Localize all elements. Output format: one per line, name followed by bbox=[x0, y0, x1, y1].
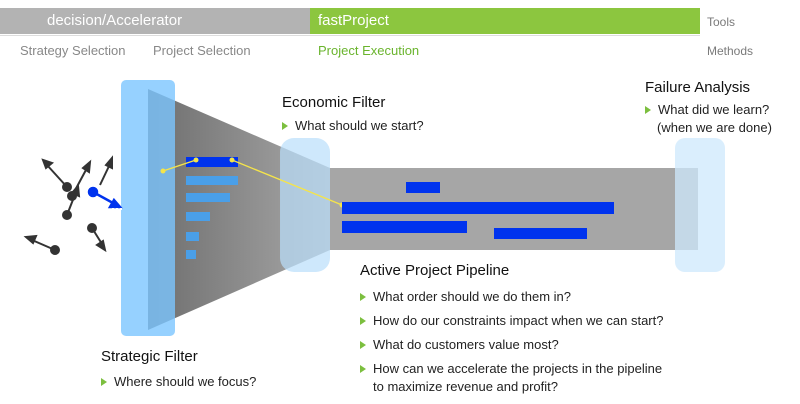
active-pipeline-bullet: How do our constraints impact when we ca… bbox=[360, 312, 663, 329]
tool-fast-project: fastProject bbox=[318, 12, 389, 29]
connector-dot bbox=[229, 157, 235, 163]
tools-band-gray bbox=[0, 8, 310, 34]
candidate-project bbox=[186, 193, 230, 202]
method-strategy-selection: Strategy Selection bbox=[20, 43, 126, 58]
economic-filter-column bbox=[280, 138, 330, 272]
economic-filter-title: Economic Filter bbox=[282, 94, 386, 111]
candidate-project bbox=[186, 250, 196, 259]
active-pipeline-title: Active Project Pipeline bbox=[360, 262, 510, 279]
candidate-project-selected bbox=[186, 157, 238, 167]
pipeline-project bbox=[494, 228, 587, 239]
strategic-filter-column bbox=[121, 80, 175, 336]
methods-label: Methods bbox=[707, 44, 754, 58]
active-pipeline-bullet-cont: to maximize revenue and profit? bbox=[373, 379, 558, 394]
pipeline-project bbox=[342, 202, 614, 214]
bullet-triangle-icon bbox=[360, 293, 366, 301]
tools-label: Tools bbox=[707, 15, 736, 29]
tools-band-green bbox=[310, 8, 700, 34]
bullet-triangle-icon bbox=[645, 106, 651, 114]
method-project-selection: Project Selection bbox=[153, 43, 251, 58]
strategic-filter-bullet: Where should we focus? bbox=[101, 373, 256, 390]
connector-strategic-to-candidate bbox=[162, 159, 197, 172]
methods-divider bbox=[0, 35, 700, 36]
pipeline-project bbox=[406, 182, 440, 193]
method-project-execution: Project Execution bbox=[318, 43, 420, 58]
idea-arrow bbox=[99, 163, 111, 186]
active-pipeline-bullet: What do customers value most? bbox=[360, 336, 559, 353]
active-pipeline-bullet: How can we accelerate the projects in th… bbox=[360, 360, 662, 377]
connector-dot bbox=[193, 157, 199, 163]
candidate-project bbox=[186, 232, 199, 241]
tool-decision-accelerator: decision/Accelerator bbox=[47, 12, 183, 29]
candidate-project bbox=[186, 212, 210, 221]
bullet-triangle-icon bbox=[360, 341, 366, 349]
active-pipeline-bullet: What order should we do them in? bbox=[360, 288, 571, 305]
bullet-triangle-icon bbox=[282, 122, 288, 130]
candidate-project bbox=[186, 176, 238, 185]
bullet-triangle-icon bbox=[101, 378, 107, 386]
selected-idea-arrow bbox=[87, 186, 123, 209]
connector-dot bbox=[160, 168, 166, 174]
connector-candidate-to-pipeline bbox=[231, 159, 343, 206]
failure-analysis-column bbox=[675, 138, 725, 272]
failure-analysis-bullet-cont: (when we are done) bbox=[657, 120, 772, 135]
bullet-triangle-icon bbox=[360, 365, 366, 373]
economic-filter-bullet: What should we start? bbox=[282, 117, 424, 134]
pipeline-project bbox=[342, 221, 467, 233]
failure-analysis-bullet: What did we learn? bbox=[645, 101, 769, 118]
strategic-filter-title: Strategic Filter bbox=[101, 348, 198, 365]
bullet-triangle-icon bbox=[360, 317, 366, 325]
idea-arrows bbox=[23, 155, 113, 255]
failure-analysis-title: Failure Analysis bbox=[645, 79, 751, 96]
